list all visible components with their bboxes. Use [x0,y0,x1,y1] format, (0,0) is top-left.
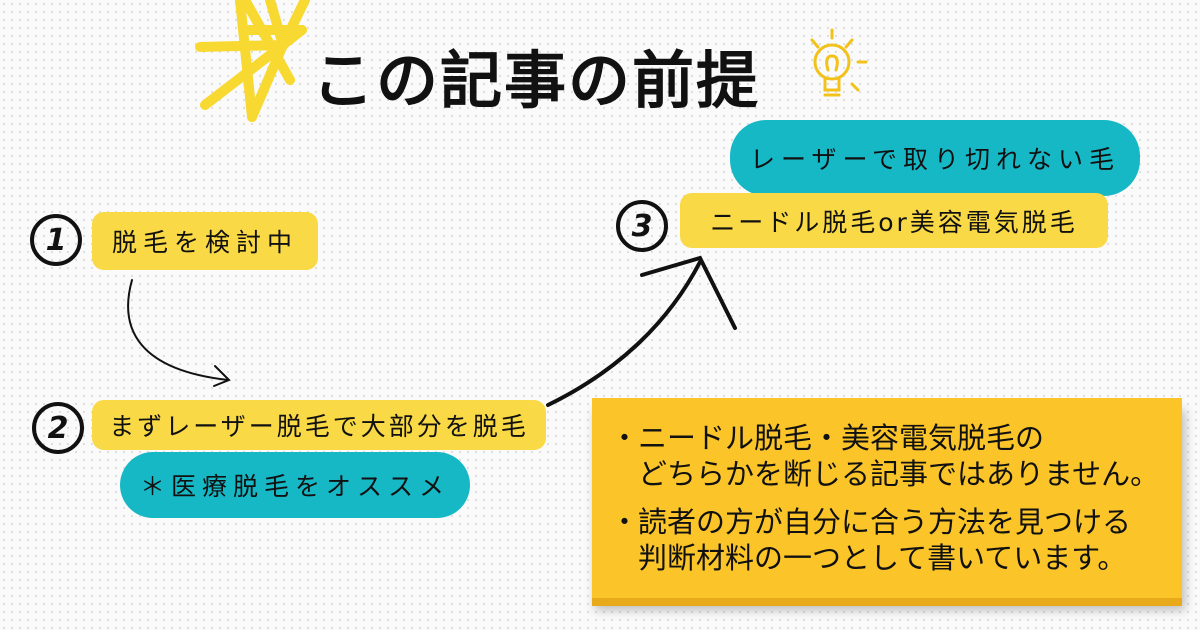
step-1-label: 脱毛を検討中 [92,212,318,270]
notice-line: どちらかを断じる記事ではありません。 [638,457,1160,491]
arrow-1-to-2 [127,279,231,387]
step-number-2: 2 [32,402,84,454]
starburst-icon [195,0,310,122]
notice-box: ・ニードル脱毛・美容電気脱毛のどちらかを断じる記事ではありません。 ・読者の方が… [592,398,1182,598]
step-3-note: レーザーで取り切れない毛 [730,120,1140,196]
notice-item: ・ニードル脱毛・美容電気脱毛のどちらかを断じる記事ではありません。 [610,420,1182,492]
lightbulb-icon [810,28,868,97]
notice-line: 判断材料の一つとして書いています。 [638,541,1127,575]
step-number-3: 3 [616,200,668,252]
step-2-note: ＊医療脱毛をオススメ [120,452,470,518]
notice-line: 読者の方が自分に合う方法を見つける [638,505,1132,539]
notice-item: ・読者の方が自分に合う方法を見つける判断材料の一つとして書いています。 [610,504,1182,576]
step-3-label: ニードル脱毛or美容電気脱毛 [680,193,1108,248]
step-2-label: まずレーザー脱毛で大部分を脱毛 [92,400,546,450]
bullet: ・ [610,505,640,539]
page-title: この記事の前提 [312,44,761,117]
notice-line: ニードル脱毛・美容電気脱毛の [638,421,1045,455]
step-number-1: 1 [30,214,82,266]
bullet: ・ [610,421,640,455]
arrow-2-to-3 [546,255,737,407]
